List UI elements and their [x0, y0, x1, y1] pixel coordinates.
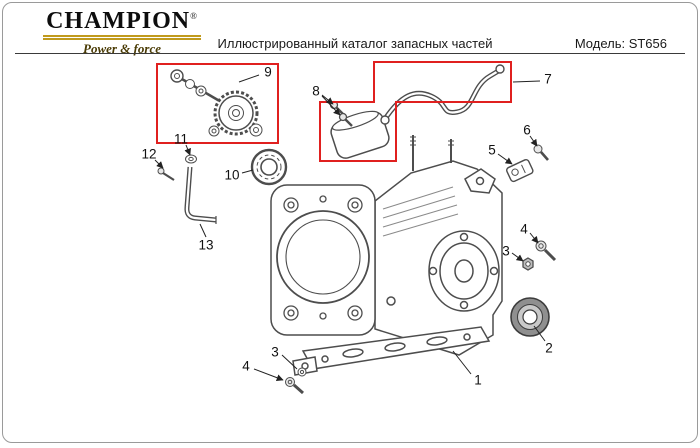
breather-drawing	[329, 64, 505, 159]
callout-10-bearing: 10	[224, 167, 240, 183]
head-studs	[412, 135, 452, 171]
cooling-fins	[382, 186, 459, 237]
callout-4-bolt-right: 4	[520, 221, 528, 237]
gear-assembly-drawing	[170, 69, 263, 137]
ignition-bracket-drawing	[506, 158, 534, 183]
washer11-drawing	[185, 154, 197, 164]
callout-12-bolt-small: 12	[141, 146, 157, 162]
registered-mark: ®	[190, 11, 198, 21]
callout-8-breather-bolts: 8	[312, 83, 320, 99]
callout-11-washer: 11	[173, 131, 189, 147]
parts-diagram	[154, 61, 557, 395]
oil-seal-drawing	[510, 297, 550, 337]
page-title: Иллюстрированный каталог запасных частей	[217, 36, 493, 51]
logo-gold-rule	[43, 35, 201, 37]
nut3-right-drawing	[522, 257, 534, 271]
highlight-box-breather	[319, 61, 512, 162]
model-label: Модель: ST656	[574, 36, 667, 51]
washer3-bottom-drawing	[297, 367, 307, 377]
brand-tagline: Power & force	[83, 41, 161, 56]
callout-13-dipstick: 13	[198, 237, 214, 253]
callout-5-ignition: 5	[488, 142, 496, 158]
callout-4-bolt-bottom: 4	[242, 358, 250, 374]
bolt4-bottom-drawing	[285, 377, 304, 395]
callout-7-breather-tube: 7	[544, 71, 552, 87]
bolt4-right-drawing	[535, 240, 557, 262]
catalog-page: CHAMPION® Power & force Иллюстрированный…	[2, 2, 698, 443]
leader-lines	[154, 74, 546, 382]
brand-name: CHAMPION®	[46, 8, 198, 34]
callout-2-oil-seal: 2	[545, 340, 553, 356]
highlight-boxes	[156, 61, 512, 162]
bolt12-drawing	[157, 167, 175, 181]
engine-block-drawing	[270, 135, 503, 376]
callout-3-washer-bottom: 3	[271, 344, 279, 360]
callout-3-nut-right: 3	[502, 243, 510, 259]
bearing-drawing	[250, 148, 288, 186]
callout-6-bracket-bolt: 6	[523, 122, 531, 138]
champion-logo: CHAMPION® Power & force	[33, 9, 211, 57]
dipstick-drawing	[184, 166, 217, 224]
flange-bolt-holes	[283, 195, 363, 321]
breather-bolts-drawing	[329, 100, 353, 127]
header-divider	[15, 53, 685, 54]
bolt6-drawing	[533, 144, 549, 161]
callout-1-engine-block: 1	[474, 372, 482, 388]
callout-9-governor-gear: 9	[264, 64, 272, 80]
